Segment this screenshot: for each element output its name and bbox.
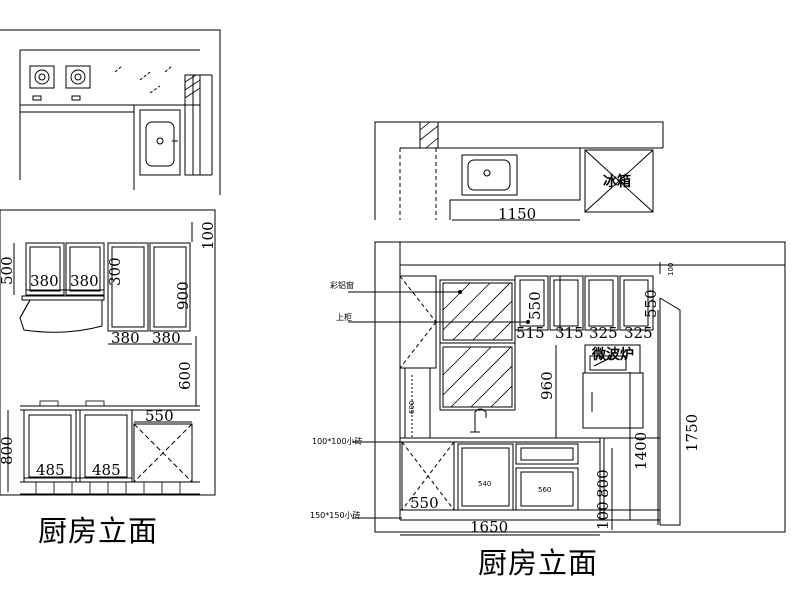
dim-upper-h-right: 550: [526, 291, 544, 320]
dim-left-w-right: 550: [410, 494, 439, 512]
left-elevation: [0, 209, 216, 496]
dim-drawer1: 540: [478, 480, 491, 488]
right-plan: [374, 121, 664, 221]
left-plan: [0, 29, 221, 195]
dim-upper-h3: 300: [106, 257, 124, 286]
dim-window-h2: 600: [408, 401, 416, 414]
leader-label-1: 彩铝窗: [330, 280, 354, 290]
dim-upper-w1: 380: [30, 272, 59, 290]
dim-top-gap-left: 100: [199, 221, 217, 250]
dim-top-gap-right: 100: [667, 263, 675, 276]
right-drawing-title: 厨房立面: [478, 546, 599, 580]
dim-total-w-right: 1650: [470, 518, 508, 536]
dim-drawer2: 560: [538, 486, 551, 494]
dim-window-h: 960: [538, 371, 556, 400]
dim-plan-width: 1150: [498, 205, 536, 223]
dim-corner-w: 550: [145, 407, 174, 425]
microwave-label: 微波炉: [591, 346, 634, 363]
dim-upper-h4: 900: [174, 281, 192, 310]
dim-bottom-w2: 380: [152, 329, 181, 347]
leader-label-4: 150*150小砖: [310, 510, 361, 520]
dim-upper-w2: 380: [70, 272, 99, 290]
leader-label-3: 100*100小砖: [312, 436, 363, 446]
dim-upper-h2-right: 550: [642, 289, 660, 318]
dim-wall-h: 1750: [683, 414, 701, 452]
dim-bottom-w1: 380: [111, 329, 140, 347]
right-elevation: [348, 241, 786, 536]
dim-upper-height-left: 500: [0, 256, 16, 285]
dim-base-w2: 485: [92, 461, 121, 479]
dim-plinth-right: 100: [594, 501, 612, 530]
dim-upper-w3-right: 325: [589, 324, 618, 342]
dim-fridge-h: 1400: [632, 432, 650, 470]
dim-base-height-left: 800: [0, 436, 16, 465]
dim-base-h-right: 800: [594, 469, 612, 498]
leader-label-2: 上柜: [336, 312, 352, 322]
dim-base-w1: 485: [36, 461, 65, 479]
left-drawing-title: 厨房立面: [38, 514, 159, 548]
fridge-label: 冰箱: [603, 173, 631, 190]
dim-upper-w4-right: 325: [624, 324, 653, 342]
dim-upper-w2-right: 315: [555, 324, 584, 342]
dim-counter-gap: 600: [176, 361, 194, 390]
dim-upper-w1-right: 515: [516, 324, 545, 342]
